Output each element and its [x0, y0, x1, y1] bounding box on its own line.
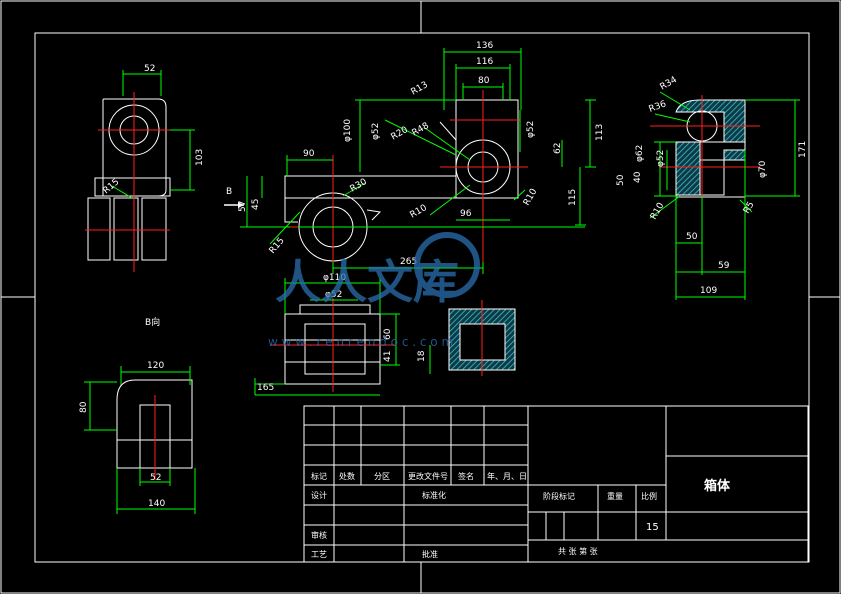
- b-view-label: B向: [145, 316, 160, 328]
- tb-standardization: 标准化: [422, 490, 446, 500]
- dim-main-phi52-left: φ52: [371, 123, 381, 140]
- dim-main-r13: R13: [410, 80, 430, 98]
- dim-right-phi70: φ70: [758, 160, 768, 178]
- dim-right-171: 171: [798, 141, 808, 158]
- dim-main-57: 57: [238, 201, 248, 212]
- dim-right-phi62: φ62: [635, 145, 645, 162]
- dim-right-r34: R34: [659, 75, 680, 93]
- watermark-text: 人人文库: [275, 255, 459, 309]
- tb-designer: 设计: [311, 490, 327, 500]
- watermark-url: w w w . r e n r e n d o c . c o m: [268, 335, 453, 349]
- dim-right-50a: 50: [616, 174, 626, 186]
- dim-main-115: 115: [568, 189, 578, 206]
- tb-label-signature: 签名: [458, 471, 474, 481]
- tb-label-count: 处数: [339, 471, 355, 481]
- dim-main-r10-a: R10: [409, 203, 430, 221]
- dim-main-113: 113: [595, 124, 605, 141]
- title-block: 标记 处数 分区 更改文件号 签名 年、月、日 设计 标准化 审核 工艺 批准 …: [303, 405, 809, 563]
- dim-right-50b: 50: [686, 232, 698, 242]
- left-side-view: 52 103 R15: [85, 64, 205, 272]
- tb-sheet: 共 张 第 张: [558, 546, 598, 556]
- dim-left-top-height: 103: [195, 149, 205, 166]
- tb-stage-mark: 阶段标记: [543, 491, 575, 501]
- tb-label-change-doc: 更改文件号: [408, 471, 448, 481]
- dim-main-116: 116: [476, 57, 493, 67]
- dim-main-62: 62: [553, 143, 563, 154]
- dim-right-r10: R10: [649, 201, 667, 222]
- bottom-top-view: φ110 φ52 60 41 18 165: [254, 273, 516, 396]
- dim-main-phi100: φ100: [343, 119, 353, 142]
- dim-bview-52: 52: [150, 473, 161, 483]
- dim-main-96: 96: [460, 209, 472, 219]
- tb-process: 工艺: [311, 550, 327, 559]
- tb-label-date: 年、月、日: [487, 471, 527, 481]
- dim-main-90: 90: [303, 149, 315, 159]
- dim-right-phi52: φ52: [656, 150, 666, 167]
- dim-right-109: 109: [700, 286, 717, 296]
- dim-left-radius: R15: [102, 177, 122, 196]
- tb-label-zone: 分区: [374, 472, 390, 481]
- dim-bottom-165: 165: [257, 383, 274, 393]
- dim-main-phi52-right: φ52: [526, 121, 536, 138]
- dim-right-r36: R36: [648, 99, 668, 115]
- dim-main-265: 265: [400, 257, 417, 267]
- dim-bview-80: 80: [79, 401, 89, 413]
- b-direction-arrow: B: [224, 187, 244, 208]
- dim-main-r48: R48: [411, 121, 432, 139]
- tb-approve: 批准: [422, 549, 438, 559]
- tb-scale-value: 15: [646, 522, 659, 533]
- b-view: B向 120 80 52 140: [79, 316, 196, 514]
- dim-bottom-41: 41: [383, 351, 393, 362]
- dim-left-top-width: 52: [144, 64, 155, 74]
- dim-main-45: 45: [251, 199, 261, 210]
- dim-right-59: 59: [718, 261, 730, 271]
- b-direction-label: B: [226, 187, 232, 197]
- tb-weight: 重量: [607, 491, 623, 501]
- dim-bottom-60: 60: [383, 328, 393, 340]
- tb-label-mark: 标记: [311, 471, 327, 481]
- drawing-title: 箱体: [704, 478, 731, 494]
- dim-main-80: 80: [478, 76, 490, 86]
- dim-main-136: 136: [476, 41, 493, 51]
- dim-main-r15: R15: [268, 236, 287, 256]
- dim-main-r30: R30: [349, 177, 370, 195]
- watermark: 人人文库 w w w . r e n r e n d o c . c o m: [268, 232, 480, 349]
- dim-main-r20: R20: [390, 125, 411, 143]
- main-front-view: 136 116 80 R13 φ100 φ52 R20 R48 φ52 62 1…: [224, 41, 605, 274]
- right-section-view: R34 R36 φ62 φ52 φ70 171 50 40 R10 R5 50 …: [616, 75, 808, 300]
- dim-right-r5: R5: [742, 200, 757, 215]
- dim-bview-140: 140: [148, 499, 165, 509]
- dim-bview-120: 120: [147, 361, 164, 371]
- tb-ratio: 比例: [641, 491, 657, 501]
- tb-reviewer: 审核: [311, 530, 327, 540]
- dim-right-40: 40: [633, 171, 643, 183]
- dim-bottom-phi52: φ52: [325, 290, 342, 300]
- dim-bottom-phi110: φ110: [323, 273, 346, 283]
- dim-bottom-18: 18: [417, 350, 427, 362]
